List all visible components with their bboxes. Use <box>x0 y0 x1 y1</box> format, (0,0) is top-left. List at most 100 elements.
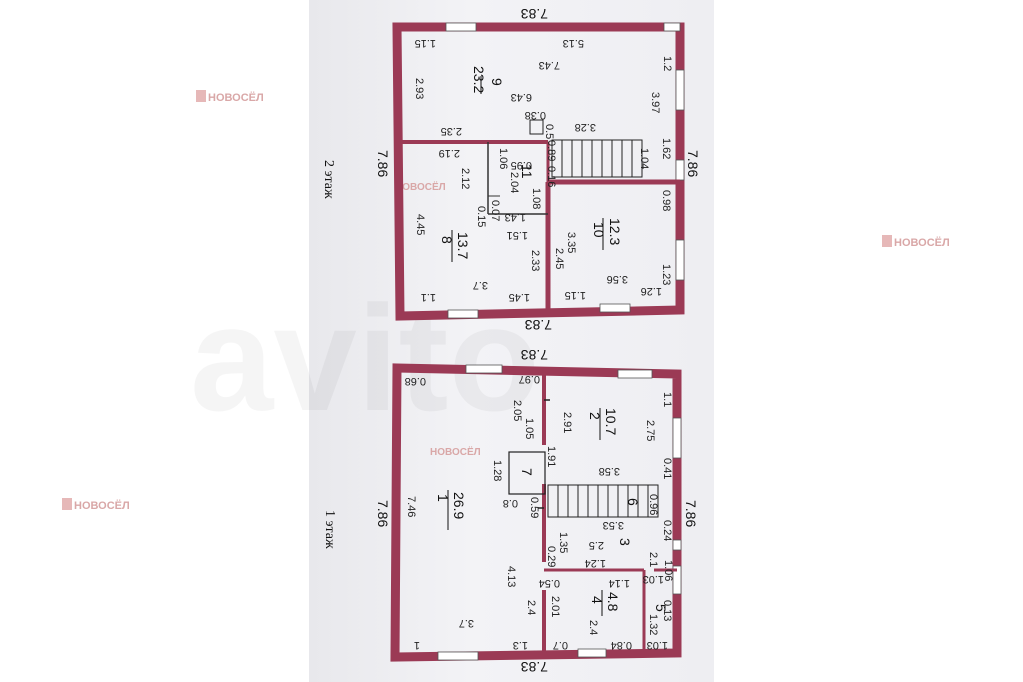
lower-floor-labels: 1 этаж 7.83 7.83 7.86 7.86 0.68 0.97 1.1… <box>322 347 699 675</box>
dim-label: 3.56 <box>607 273 628 285</box>
brand-text: НОВОСЁЛ <box>74 499 130 512</box>
dim-label: 1.03 <box>643 573 664 585</box>
room-number: 9 <box>489 78 505 86</box>
dim-label: 0.89 <box>545 140 557 161</box>
lower-dim-left: 7.86 <box>375 500 391 527</box>
dim-label: 1.62 <box>660 138 672 159</box>
dim-label: 2.4 <box>587 620 599 635</box>
room-number: 11 <box>519 164 535 179</box>
dim-label: 3.58 <box>599 465 620 477</box>
dim-label: 7.43 <box>539 59 560 71</box>
brand-text: НОВОСЁЛ <box>395 180 446 193</box>
dim-label: 1.91 <box>545 446 557 467</box>
room-area: 10.7 <box>603 408 619 435</box>
brand-watermark-right: НОВОСЁЛ <box>882 235 950 249</box>
lower-column <box>508 451 546 495</box>
dim-label: 1.2 <box>661 56 673 71</box>
dim-label: 1.04 <box>638 148 650 169</box>
dim-label: 4.13 <box>505 566 517 587</box>
dim-label: 0.8 <box>503 497 518 509</box>
dim-label: 3.97 <box>649 92 661 113</box>
dim-label: 1.15 <box>565 289 586 301</box>
brand-watermark-left-bottom: НОВОСЁЛ <box>62 498 130 512</box>
dim-label: 1 <box>414 639 420 651</box>
dim-label: 2.05 <box>511 400 523 421</box>
room-number: 8 <box>439 236 455 244</box>
dim-label: 1.08 <box>530 188 542 209</box>
brand-text: НОВОСЁЛ <box>208 91 264 104</box>
avito-watermark: avito <box>190 274 540 442</box>
lower-dim-right: 7.86 <box>683 500 699 527</box>
room-number: 10 <box>591 222 607 238</box>
dim-label: 0.5 <box>543 124 555 139</box>
lower-dim-bottom: 7.83 <box>521 659 548 675</box>
brand-text: НОВОСЁЛ <box>894 236 950 249</box>
room-number: 6 <box>625 498 641 506</box>
dim-label: 0.98 <box>660 190 672 211</box>
dim-label: 1.1 <box>661 392 673 407</box>
dim-label: 1.15 <box>415 37 436 49</box>
dim-label: 2.19 <box>439 147 460 159</box>
dim-label: 1.51 <box>507 229 528 241</box>
dim-label: 1.06 <box>662 560 674 581</box>
dim-label: 1.43 <box>505 211 526 223</box>
dim-label: 2.01 <box>549 596 561 617</box>
dim-label: 2.45 <box>553 248 565 269</box>
dim-label: 6.43 <box>511 91 532 103</box>
dim-label: 4.45 <box>414 214 426 235</box>
upper-floor-labels: 2 этаж 7.83 7.83 7.86 7.86 1.15 5.13 1.2… <box>321 6 701 333</box>
dim-label: 2.75 <box>644 420 656 441</box>
dim-label: 2.1 <box>647 552 659 567</box>
dim-label: 2.93 <box>413 78 425 99</box>
dim-label: 0.84 <box>611 639 632 651</box>
room-number: 1 <box>435 494 451 502</box>
lower-floor-plan <box>390 363 682 662</box>
room-area: 26.9 <box>451 492 467 519</box>
dim-label: 1.05 <box>523 418 535 439</box>
dim-label: 1.35 <box>557 532 569 553</box>
room-area: 12.3 <box>607 218 623 245</box>
lower-stair <box>547 484 659 518</box>
dim-label: 3.7 <box>459 617 474 629</box>
dim-label: 2.12 <box>459 168 471 189</box>
lower-floor-label: 1 этаж <box>322 510 337 549</box>
dim-label: 1.26 <box>641 285 662 297</box>
room-area: 13.7 <box>455 232 471 259</box>
dim-label: 1.3 <box>513 639 528 651</box>
dim-label: 0.38 <box>525 109 546 121</box>
upper-stair <box>551 139 643 178</box>
lower-dim-top: 7.83 <box>521 347 548 363</box>
dim-label: 2.33 <box>529 250 541 271</box>
dim-label: 0.16 <box>545 166 557 187</box>
upper-dim-right: 7.86 <box>685 150 701 177</box>
dim-label: 0.54 <box>539 577 560 589</box>
dim-label: 0.96 <box>647 494 659 515</box>
dim-label: 1.45 <box>509 291 530 303</box>
dim-label: 3.35 <box>565 232 577 253</box>
room-number: 3 <box>617 538 633 546</box>
dim-label: 3.7 <box>473 279 488 291</box>
dim-label: 0.15 <box>475 206 487 227</box>
room-area: 23.2 <box>471 66 487 93</box>
upper-floor-plan <box>392 22 685 321</box>
dim-label: 2.91 <box>561 412 573 433</box>
brand-watermark-left-top: НОВОСЁЛ <box>196 90 264 104</box>
dim-label: 0.24 <box>661 520 673 541</box>
upper-dim-top: 7.83 <box>521 6 548 22</box>
room-number: 7 <box>519 468 535 476</box>
brand-watermark-center: НОВОСЁЛ НОВОСЁЛ <box>395 180 481 458</box>
dim-label: 1.24 <box>585 557 606 569</box>
dim-label: 3.28 <box>575 121 596 133</box>
floor-plan-photo <box>309 0 714 682</box>
dim-label: 5.13 <box>563 37 584 49</box>
dim-label: 2.35 <box>441 125 462 137</box>
dim-label: 1.1 <box>421 291 436 303</box>
dim-label: 1.28 <box>491 460 503 481</box>
dim-label: 1.32 <box>647 614 659 635</box>
dim-label: 1.14 <box>609 577 630 589</box>
room-area: 4.8 <box>605 592 621 612</box>
dim-label: 1.03 <box>647 639 668 651</box>
dim-label: 1.23 <box>660 264 672 285</box>
upper-column <box>529 119 544 135</box>
brand-text: НОВОСЁЛ <box>430 445 481 458</box>
